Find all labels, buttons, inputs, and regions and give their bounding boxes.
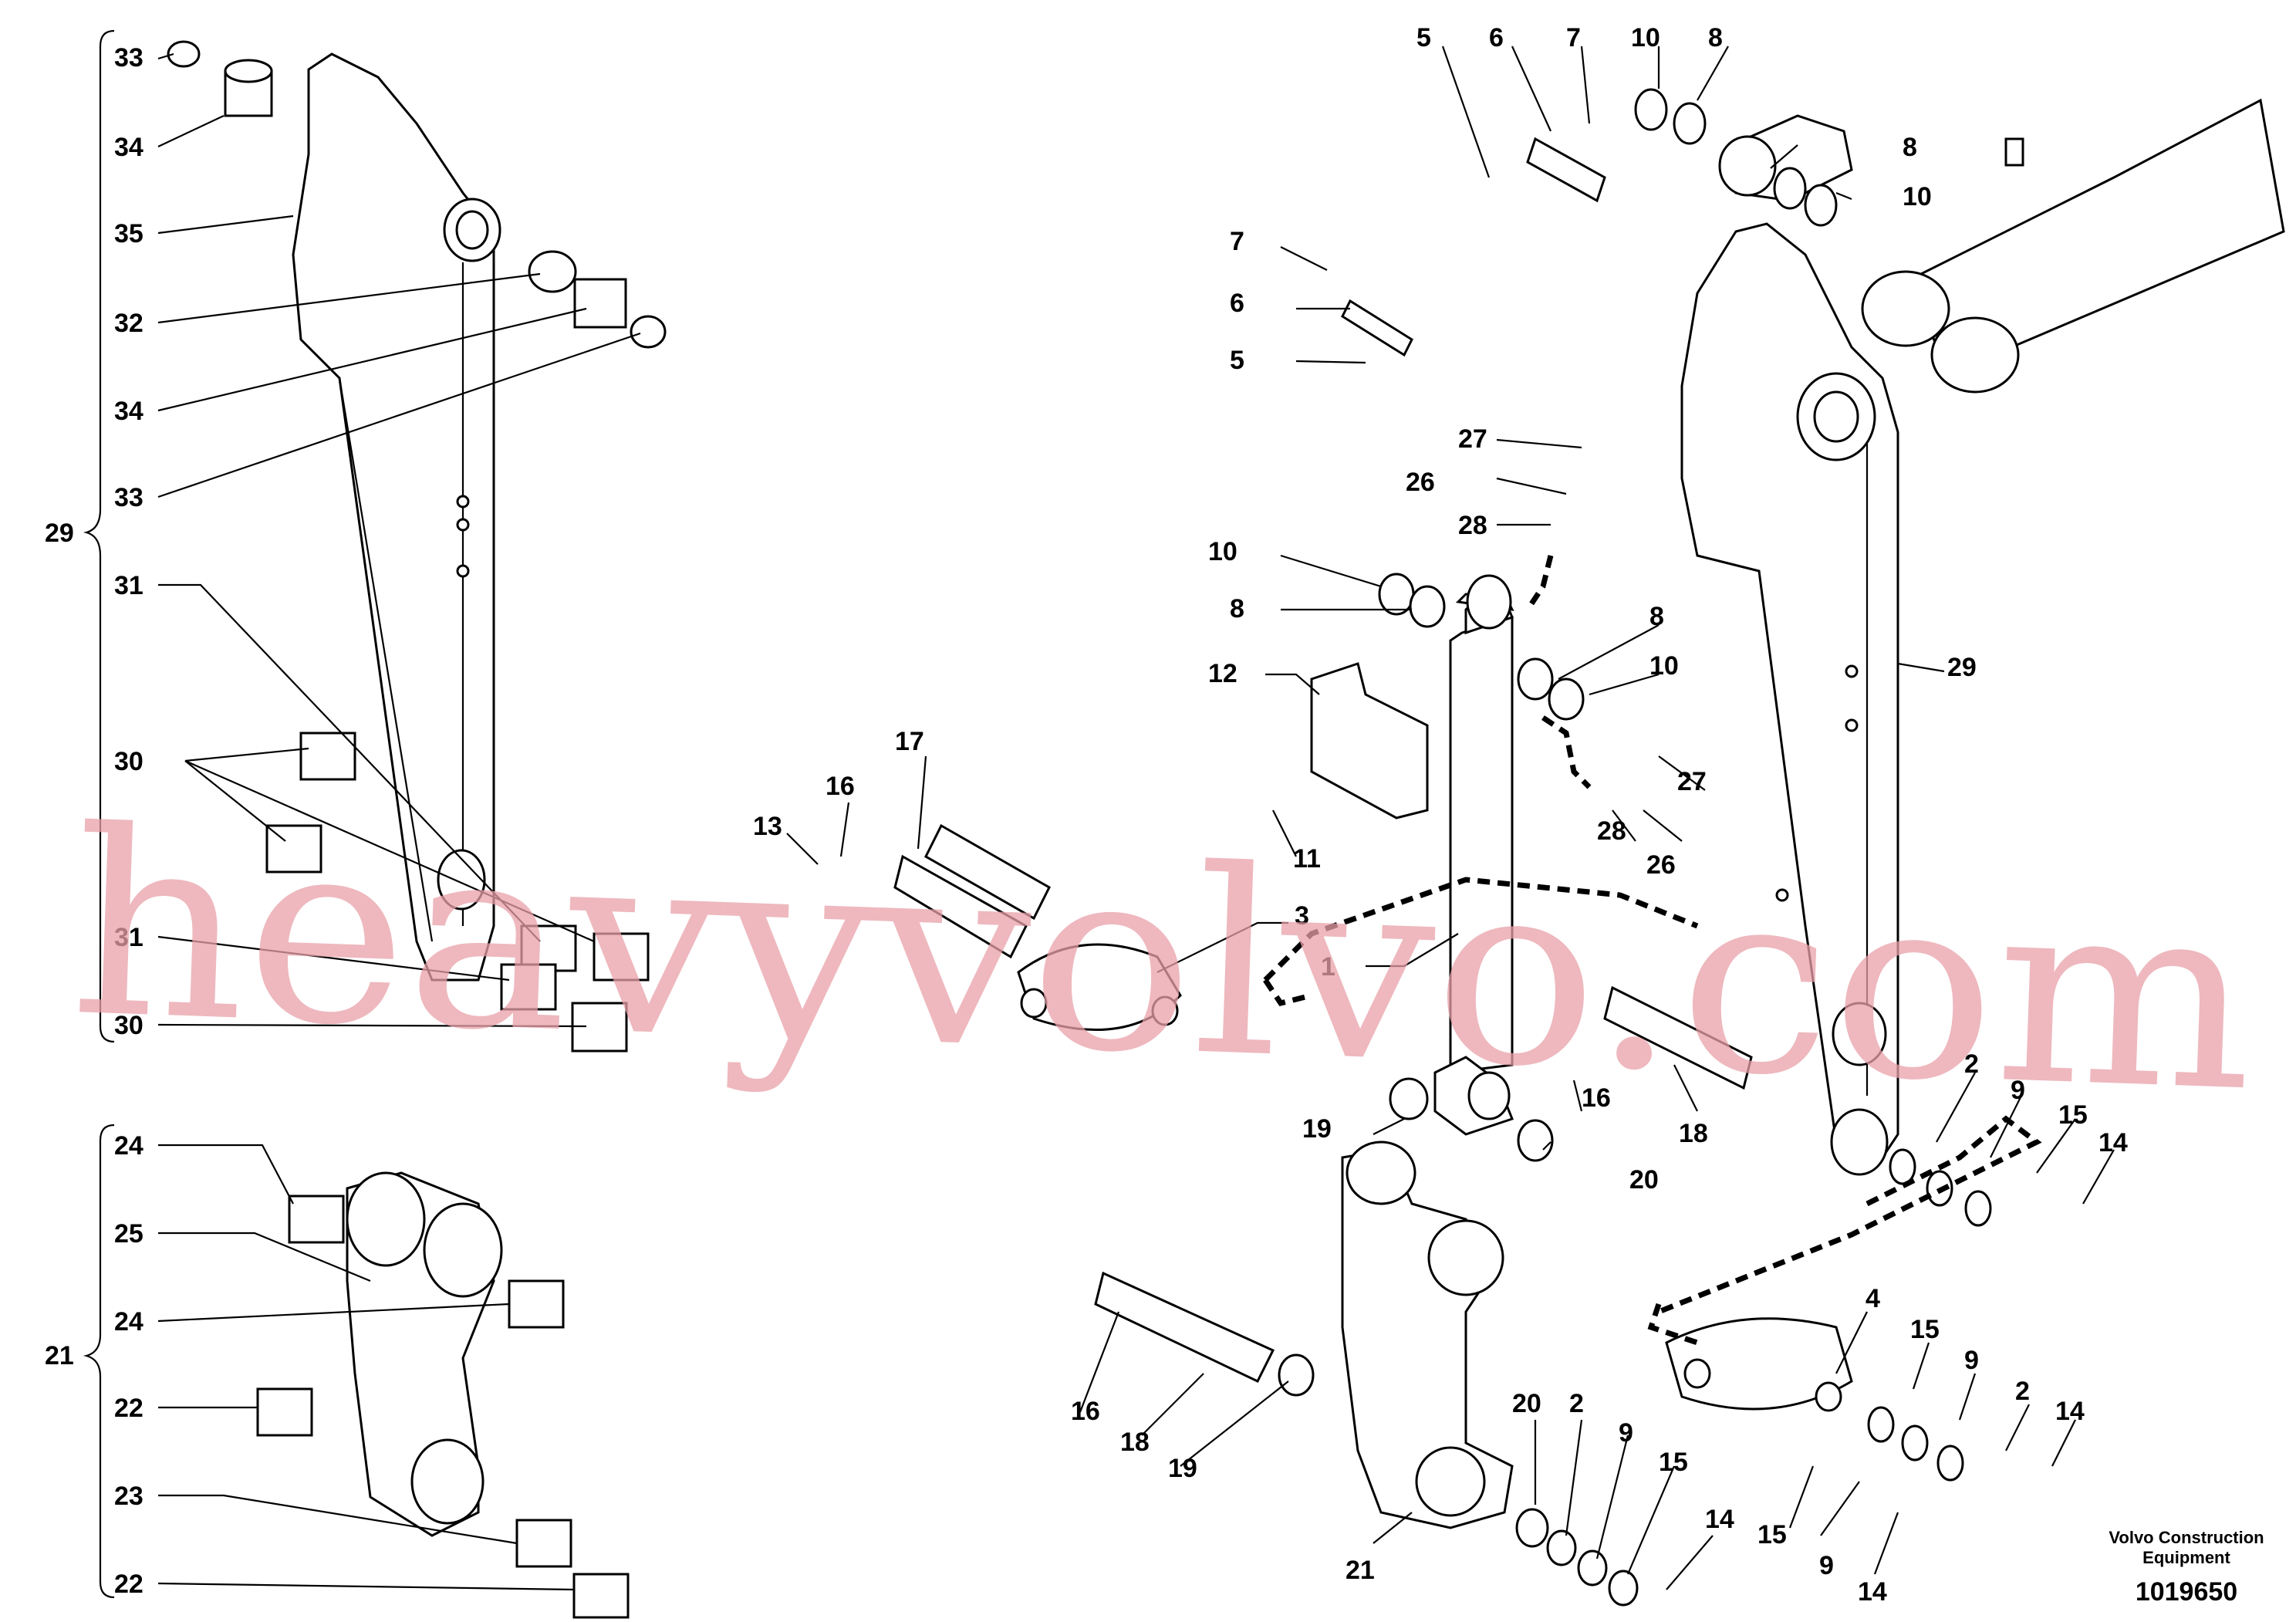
callout-right-43: 19	[1168, 1454, 1197, 1483]
callout-33: 33	[114, 43, 144, 73]
callout-right-48: 14	[1705, 1505, 1734, 1534]
drawing-number: 1019650	[2136, 1577, 2237, 1607]
callout-right-27: 1	[1321, 952, 1335, 982]
callout-right-20: 28	[1597, 816, 1626, 846]
callout-right-22: 11	[1293, 844, 1321, 874]
callout-right-18: 29	[1947, 653, 1977, 682]
callout-right-8: 6	[1230, 289, 1244, 318]
callout-right-26: 3	[1295, 901, 1309, 931]
boom-arm-right	[1680, 222, 1899, 1176]
callout-23: 23	[114, 1482, 144, 1511]
callout-right-3: 10	[1631, 23, 1660, 52]
callout-right-31: 20	[1629, 1165, 1659, 1195]
callout-right-2: 7	[1566, 23, 1581, 52]
callout-right-21: 26	[1646, 850, 1676, 880]
callout-right-50: 9	[1819, 1551, 1834, 1580]
callout-right-16: 10	[1649, 651, 1679, 681]
callout-right-29: 18	[1679, 1119, 1708, 1148]
callout-right-47: 15	[1659, 1448, 1688, 1477]
washers-right	[1278, 88, 1992, 1607]
callout-right-7: 7	[1230, 227, 1244, 256]
callout-32: 32	[114, 309, 144, 338]
link-assembly-left	[256, 1171, 630, 1619]
callout-right-10: 27	[1458, 424, 1487, 454]
leaders-right	[786, 46, 2115, 1590]
callout-33b: 33	[114, 483, 144, 512]
callout-right-37: 15	[1910, 1315, 1940, 1344]
leaders-left-21	[157, 1144, 575, 1591]
callout-right-34: 15	[2058, 1100, 2088, 1130]
bushings-left	[167, 40, 667, 1053]
callout-right-1: 6	[1489, 23, 1504, 52]
callout-right-9: 5	[1230, 346, 1244, 375]
callout-34b: 34	[114, 397, 144, 426]
callout-24: 24	[114, 1131, 144, 1161]
callout-22b: 22	[114, 1570, 144, 1599]
hydraulic-cylinder	[1433, 574, 1514, 1136]
callout-right-46: 9	[1619, 1418, 1633, 1448]
maker-label-line1: Volvo Construction	[2109, 1528, 2264, 1547]
pins-right	[893, 137, 1753, 1383]
group-29-label: 29	[45, 519, 74, 548]
callouts-right: 5 6 7 10 8 8 10 7 6 5 27 26 28 10 8 8 10…	[753, 23, 2128, 1607]
callout-30: 30	[114, 747, 144, 776]
callout-right-42: 18	[1120, 1428, 1150, 1457]
callout-right-39: 2	[2015, 1377, 2030, 1406]
callout-34: 34	[114, 133, 144, 162]
boom-arm-background	[1718, 98, 2285, 394]
callout-right-52: 21	[1346, 1556, 1375, 1585]
callout-right-45: 2	[1569, 1389, 1584, 1418]
callout-right-49: 15	[1757, 1520, 1787, 1549]
callout-right-51: 14	[1858, 1577, 1887, 1607]
callout-right-28: 16	[1582, 1083, 1611, 1113]
callout-right-12: 28	[1458, 511, 1487, 540]
callout-right-6: 10	[1903, 182, 1932, 211]
callout-right-35: 14	[2098, 1128, 2128, 1157]
group-21-bracket	[83, 1124, 115, 1599]
callout-31b: 31	[114, 923, 144, 952]
callout-25: 25	[114, 1219, 144, 1249]
callout-24b: 24	[114, 1307, 144, 1336]
callout-right-15: 8	[1649, 602, 1664, 631]
callout-right-0: 5	[1416, 23, 1431, 52]
callout-right-33: 9	[2011, 1076, 2025, 1105]
callout-31: 31	[114, 571, 144, 600]
callout-right-11: 26	[1406, 468, 1435, 497]
callout-30b: 30	[114, 1011, 144, 1040]
leaders-left	[157, 52, 641, 1028]
watermark: heavyvolvo.com	[66, 776, 2259, 1148]
link-main	[1341, 1140, 1514, 1529]
callout-right-23: 17	[895, 727, 924, 756]
group-29-bracket	[83, 29, 115, 1043]
maker-label-line2: Equipment	[2142, 1548, 2230, 1567]
callout-right-14: 8	[1230, 594, 1244, 623]
cover-plate	[1310, 662, 1429, 819]
callout-right-44: 20	[1512, 1389, 1541, 1418]
hoses-dashed	[1263, 555, 2042, 1346]
callout-right-17: 12	[1208, 659, 1237, 688]
callout-right-40: 14	[2055, 1397, 2085, 1426]
group-21-label: 21	[45, 1341, 74, 1370]
callout-right-13: 10	[1208, 537, 1237, 566]
callout-right-5: 8	[1903, 133, 1917, 162]
callout-22: 22	[114, 1394, 144, 1423]
callout-right-30: 19	[1302, 1114, 1332, 1144]
callout-right-32: 2	[1964, 1049, 1979, 1079]
callout-right-4: 8	[1708, 23, 1723, 52]
links-small	[1017, 943, 1853, 1412]
callout-right-24: 16	[826, 772, 855, 801]
callout-right-19: 27	[1677, 767, 1707, 796]
callout-right-36: 4	[1866, 1284, 1880, 1313]
callout-right-25: 13	[753, 812, 782, 841]
callout-right-41: 16	[1071, 1397, 1100, 1426]
callout-right-38: 9	[1964, 1346, 1979, 1375]
callout-35: 35	[114, 219, 144, 248]
